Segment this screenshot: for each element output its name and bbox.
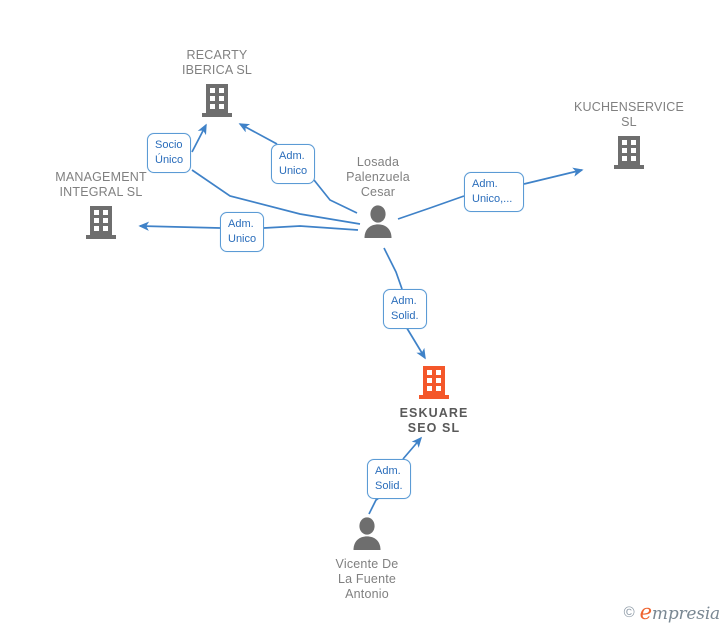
node-losada-palenzuela-cesar[interactable]: Losada Palenzuela Cesar <box>308 155 448 240</box>
building-icon[interactable] <box>31 204 171 240</box>
node-management-integral-sl[interactable]: MANAGEMENT INTEGRAL SL <box>31 170 171 240</box>
empresia-logo-initial: e <box>639 600 652 624</box>
edge-arrow-losada-kuchenservice <box>523 167 584 185</box>
edge-badge-adm-unico-management[interactable]: Adm. Unico <box>220 212 264 252</box>
empresia-watermark: © empresia <box>623 600 721 624</box>
edge-line-losada-eskuare <box>383 247 403 290</box>
edge-badge-adm-solid-losada-eskuare[interactable]: Adm. Solid. <box>383 289 427 329</box>
node-label-eskuare: ESKUARE SEO SL <box>399 406 469 435</box>
node-eskuare-seo-sl[interactable]: ESKUARE SEO SL <box>364 364 504 436</box>
building-icon[interactable] <box>559 134 699 170</box>
edge-arrow-vicente-eskuare <box>402 436 423 460</box>
edge-badge-socio-unico-recarty[interactable]: Socio Único <box>147 133 191 173</box>
empresia-logo-rest: mpresia <box>651 604 720 624</box>
node-kuchenservice-sl[interactable]: KUCHENSERVICE SL <box>559 100 699 170</box>
node-label-management: MANAGEMENT INTEGRAL SL <box>55 170 147 199</box>
person-icon[interactable] <box>308 204 448 240</box>
edge-arrow-losada-recarty-adm <box>238 123 278 145</box>
edge-badge-adm-unico-kuchenservice[interactable]: Adm. Unico,... <box>464 172 524 212</box>
edge-badge-adm-solid-vicente-eskuare[interactable]: Adm. Solid. <box>367 459 411 499</box>
node-recarty-iberica-sl[interactable]: RECARTY IBERICA SL <box>147 48 287 118</box>
edge-arrow-losada-eskuare <box>404 324 426 360</box>
node-label-recarty: RECARTY IBERICA SL <box>181 48 253 77</box>
node-label-kuchenservice: KUCHENSERVICE SL <box>573 100 685 129</box>
edge-arrow-losada-recarty-socio <box>191 123 207 153</box>
edge-badge-adm-unico-recarty[interactable]: Adm. Unico <box>271 144 315 184</box>
node-label-losada: Losada Palenzuela Cesar <box>346 155 410 199</box>
building-icon[interactable] <box>364 364 504 400</box>
node-label-vicente: Vicente De La Fuente Antonio <box>335 557 399 601</box>
person-icon[interactable] <box>297 516 437 552</box>
building-icon[interactable] <box>147 82 287 118</box>
node-vicente-de-la-fuente-antonio[interactable]: Vicente De La Fuente Antonio <box>297 516 437 602</box>
empresia-logo-text: empresia <box>639 600 721 624</box>
copyright-icon: © <box>623 603 635 621</box>
